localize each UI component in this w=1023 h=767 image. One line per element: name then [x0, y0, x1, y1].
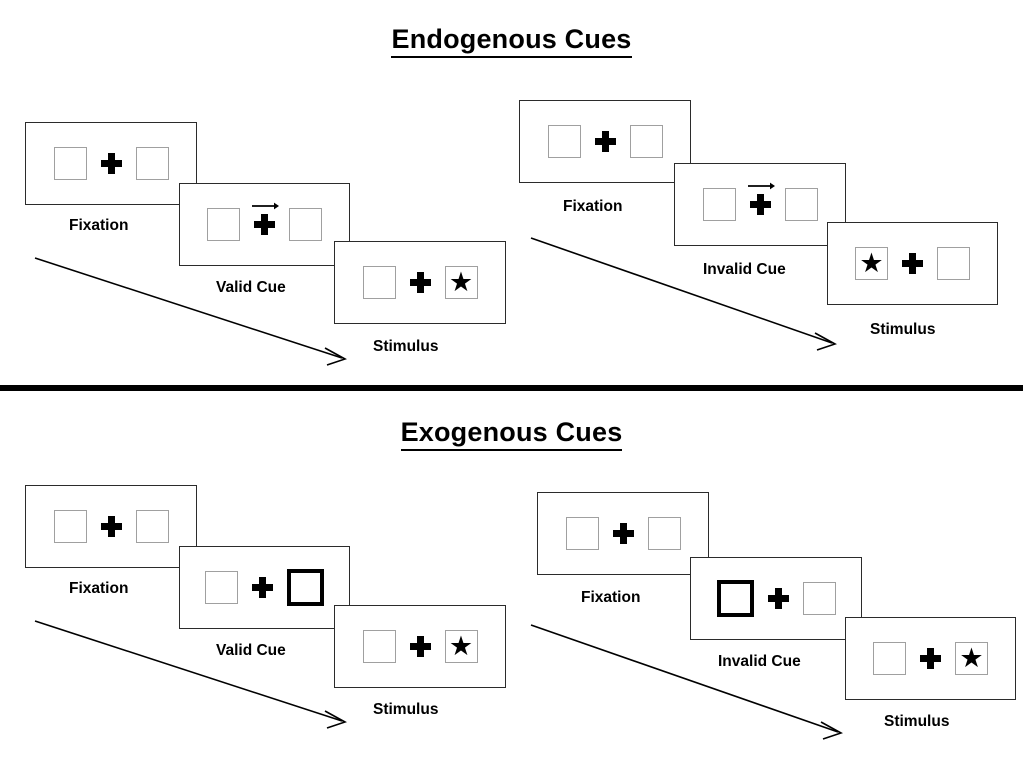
caption-exogenous-invalid-stimulus: Stimulus — [884, 713, 950, 730]
frame-exogenous-invalid-stimulus: ★ — [845, 617, 1016, 700]
fixation-cross-icon — [612, 523, 634, 544]
caption-exogenous-invalid-fixation: Fixation — [581, 589, 641, 606]
caption-endogenous-valid-fixation: Fixation — [69, 217, 129, 234]
star-icon: ★ — [448, 266, 474, 297]
stimulus-box-left — [207, 208, 240, 241]
stimulus-box-left — [565, 517, 599, 550]
frame-exogenous-valid-stimulus: ★ — [334, 605, 506, 688]
caption-exogenous-valid-fixation: Fixation — [69, 580, 129, 597]
stimulus-box-right — [135, 510, 169, 543]
stimulus-box-right — [802, 582, 836, 615]
stimulus-box-left — [702, 188, 736, 221]
fixation-cross-icon — [749, 194, 771, 215]
stimulus-box-right-cued — [287, 569, 324, 606]
caption-endogenous-invalid-fixation: Fixation — [563, 198, 623, 215]
stimulus-box-right-target: ★ — [444, 630, 478, 663]
stimulus-box-left-cued — [716, 580, 754, 617]
frame-exogenous-invalid-cue — [690, 557, 862, 640]
stimulus-box-left — [547, 125, 581, 158]
right-arrow-icon — [747, 182, 775, 190]
cue-arrow-right-icon — [252, 202, 279, 235]
frame-endogenous-valid-fixation — [25, 122, 197, 205]
caption-exogenous-valid-cue: Valid Cue — [216, 642, 286, 659]
fixation-cross-icon — [920, 648, 941, 669]
frame-exogenous-valid-fixation — [25, 485, 197, 568]
fixation-cross-icon — [902, 253, 923, 274]
section-title-endogenous: Endogenous Cues — [0, 24, 1023, 58]
stimulus-box-left — [362, 630, 396, 663]
caption-endogenous-valid-cue: Valid Cue — [216, 279, 286, 296]
frame-endogenous-valid-stimulus: ★ — [334, 241, 506, 324]
section-title-exogenous: Exogenous Cues — [0, 417, 1023, 451]
fixation-cross-icon — [252, 577, 273, 598]
frame-endogenous-valid-cue — [179, 183, 350, 266]
stimulus-box-left — [362, 266, 396, 299]
fixation-cross-icon — [409, 636, 431, 657]
frame-endogenous-invalid-fixation — [519, 100, 691, 183]
caption-endogenous-invalid-cue: Invalid Cue — [703, 261, 786, 278]
cue-arrow-right-icon — [747, 182, 775, 215]
star-icon: ★ — [959, 642, 984, 673]
stimulus-box-right-target: ★ — [955, 642, 988, 675]
right-arrow-icon — [252, 202, 279, 210]
section-title-exogenous-text: Exogenous Cues — [400, 417, 623, 451]
fixation-cross-icon — [254, 214, 275, 235]
stimulus-box-right — [784, 188, 818, 221]
fixation-cross-icon — [409, 272, 431, 293]
stimulus-box-right-target: ★ — [444, 266, 478, 299]
caption-endogenous-invalid-stimulus: Stimulus — [870, 321, 936, 338]
caption-exogenous-invalid-cue: Invalid Cue — [718, 653, 801, 670]
caption-exogenous-valid-stimulus: Stimulus — [373, 701, 439, 718]
frame-exogenous-valid-cue — [179, 546, 350, 629]
frame-endogenous-invalid-cue — [674, 163, 846, 246]
stimulus-box-left — [53, 510, 87, 543]
section-title-endogenous-text: Endogenous Cues — [391, 24, 632, 58]
fixation-cross-icon — [767, 588, 789, 609]
star-icon: ★ — [448, 630, 474, 661]
fixation-cross-icon — [594, 131, 616, 152]
stimulus-box-right — [647, 517, 681, 550]
star-icon: ★ — [859, 247, 884, 278]
frame-exogenous-invalid-fixation — [537, 492, 709, 575]
stimulus-box-right — [135, 147, 169, 180]
stimulus-box-right — [629, 125, 663, 158]
section-divider — [0, 385, 1023, 391]
stimulus-box-left-target: ★ — [855, 247, 888, 280]
fixation-cross-icon — [100, 153, 122, 174]
stimulus-box-left — [53, 147, 87, 180]
stimulus-box-right — [937, 247, 970, 280]
stimulus-box-left — [873, 642, 906, 675]
fixation-cross-icon — [100, 516, 122, 537]
frame-endogenous-invalid-stimulus: ★ — [827, 222, 998, 305]
stimulus-box-right — [289, 208, 322, 241]
caption-endogenous-valid-stimulus: Stimulus — [373, 338, 439, 355]
stimulus-box-left — [205, 571, 238, 604]
